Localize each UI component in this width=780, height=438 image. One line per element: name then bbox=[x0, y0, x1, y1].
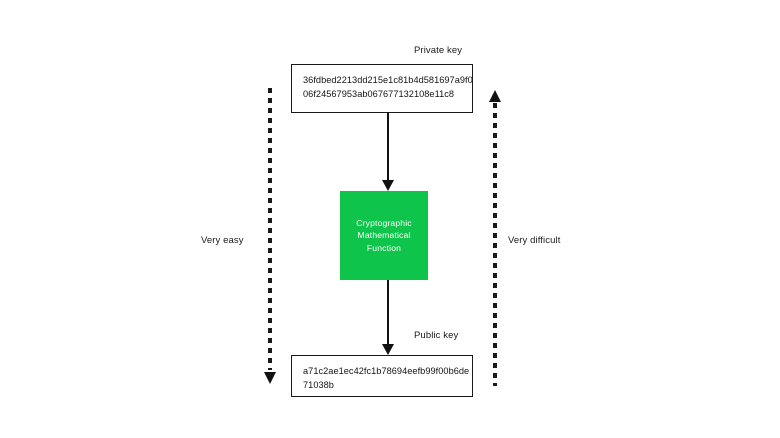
public-key-line-1: a71c2ae1ec42fc1b78694eefb99f00b6de bbox=[303, 366, 470, 376]
private-key-label: Private key bbox=[414, 45, 463, 56]
very-easy-label: Very easy bbox=[201, 235, 244, 246]
arrowhead-down-icon bbox=[382, 180, 394, 191]
private-key-line-1: 36fdbed2213dd215e1c81b4d581697a9f0 bbox=[303, 75, 473, 85]
arrowhead-down-icon bbox=[382, 344, 394, 355]
function-box-line-3: Function bbox=[366, 242, 402, 253]
public-key-line-2: 71038b bbox=[303, 380, 334, 390]
arrow-shaft bbox=[387, 113, 389, 181]
dotted-arrow-down-very-easy bbox=[264, 88, 276, 384]
dotted-arrow-up-very-difficult bbox=[489, 90, 501, 386]
dotted-line bbox=[268, 88, 272, 370]
dotted-line bbox=[493, 103, 497, 386]
arrow-shaft bbox=[387, 280, 389, 345]
public-key-box: a71c2ae1ec42fc1b78694eefb99f00b6de 71038… bbox=[291, 355, 473, 397]
arrow-function-to-public-key bbox=[382, 280, 394, 355]
function-box-line-1: Cryptographic bbox=[356, 217, 412, 228]
arrow-private-key-to-function bbox=[382, 113, 394, 191]
arrowhead-up-icon bbox=[489, 90, 501, 102]
private-key-line-2: 06f24567953ab067677132108e11c8 bbox=[303, 89, 455, 99]
function-box-line-2: Mathematical bbox=[357, 230, 411, 241]
public-key-label: Public key bbox=[414, 330, 459, 341]
private-key-box: 36fdbed2213dd215e1c81b4d581697a9f0 06f24… bbox=[291, 64, 473, 113]
very-difficult-label: Very difficult bbox=[508, 235, 561, 246]
cryptographic-function-box: Cryptographic Mathematical Function bbox=[340, 191, 428, 280]
arrowhead-down-icon bbox=[264, 372, 276, 384]
